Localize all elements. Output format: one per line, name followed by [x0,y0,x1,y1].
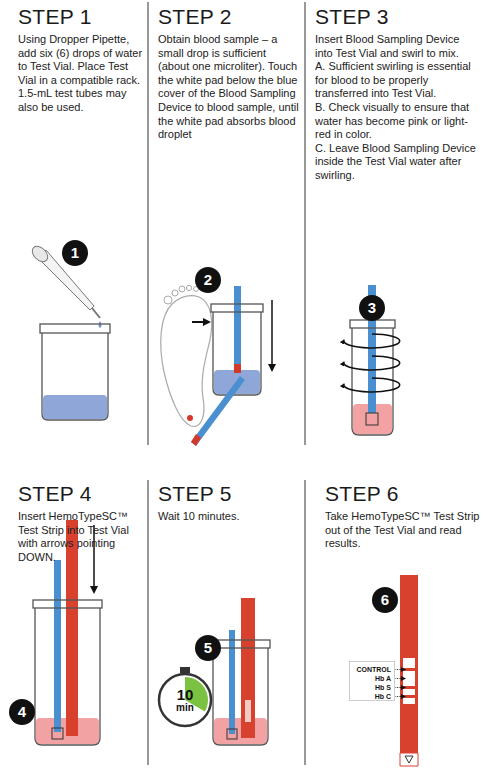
band-label: CONTROL [352,665,391,674]
step-column: STEP 5 Wait 10 minutes. [158,482,300,524]
water [43,395,107,419]
timer-text: min [176,702,194,713]
step-heading: STEP 2 [158,5,300,29]
step-column: STEP 6 Take HemoTypeSC™ Test Strip out of… [325,482,480,551]
sampling-pad [191,434,201,446]
step-column: STEP 3 Insert Blood Sampling Device into … [315,5,480,183]
toe [164,296,172,304]
strip-end [400,753,418,766]
step-heading: STEP 4 [18,482,146,506]
leader-line [394,669,405,670]
column-divider [148,480,149,765]
pink-water [214,718,267,744]
direction-arrow [271,300,273,370]
vial-rim [350,320,395,328]
step-heading: STEP 5 [158,482,300,506]
step-text: Obtain blood sample – a small drop is su… [158,33,300,142]
result-key-box: CONTROLHb AHb SHb C [349,661,395,701]
blood-sampling-device [229,630,235,734]
leader-line [394,696,405,697]
test-vial [352,328,393,435]
step-column: STEP 1 Using Dropper Pipette, add six (6)… [18,5,146,115]
test-strip [66,520,78,736]
strip-arrow [405,756,413,763]
column-divider [305,2,306,445]
step-heading: STEP 1 [18,5,146,29]
band-label: Hb A [352,674,391,683]
test-vial [213,648,268,745]
step-column: STEP 4 Insert HemoTypeSC™ Test Strip into… [18,482,146,564]
step-text: C. Leave Blood Sampling Device inside th… [315,142,480,183]
step-text: Using Dropper Pipette, add six (6) drops… [18,33,146,115]
timer-text: 10 [177,687,194,702]
toe [172,290,178,296]
callout-number: 1 [62,240,88,266]
callout-number: 3 [359,295,385,321]
step-heading: STEP 3 [315,5,480,29]
timer-dial: 10min [157,672,213,728]
blood-sampling-device [191,376,245,446]
blood-sampling-device [234,286,241,364]
swirl-arrow [344,334,400,348]
leader-line [394,678,405,679]
step-text: B. Check visually to ensure that water h… [315,101,480,142]
swirl-arrow [344,378,400,392]
vial-rim [211,304,263,312]
baby-foot [161,296,212,427]
sampling-pad [234,364,241,373]
swirl-arrow [344,356,400,370]
direction-arrow [192,321,209,323]
pipette-bulb [29,243,50,264]
strip-window [245,700,251,722]
test-vial [35,608,100,745]
callout-number: 2 [195,267,221,293]
step-text: A. Sufficient swirling is essential for … [315,60,480,101]
timer-button [180,667,190,673]
step-text: Wait 10 minutes. [158,510,300,524]
step-heading: STEP 6 [325,482,480,506]
vial-rim [33,600,102,608]
pipette-tip [92,308,100,318]
step-column: STEP 2 Obtain blood sample – a small drop… [158,5,300,142]
sampling-pad [52,728,63,739]
step-text: Take HemoTypeSC™ Test Strip out of the T… [325,510,480,551]
band-label: Hb C [352,692,391,701]
blood-drop [187,415,193,421]
band-label: Hb S [352,683,391,692]
toe [179,286,185,292]
step-text: Insert Blood Sampling Device into Test V… [315,33,480,60]
strip-window [403,658,415,704]
column-divider [148,2,149,445]
sampling-pad [227,729,237,739]
toe [186,285,191,290]
callout-number: 6 [372,587,398,613]
step-text: Insert HemoTypeSC™ Test Strip into Test … [18,510,146,564]
test-strip [241,598,255,738]
blood-sampling-device [54,560,61,732]
leader-line [394,687,405,688]
sampling-pad [366,413,378,425]
callout-number: 5 [195,635,221,661]
callout-number: 4 [9,699,35,725]
vial-rim [40,324,110,333]
timer-face [159,674,211,726]
test-vial [42,333,108,420]
column-divider [305,480,306,765]
test-strip [400,575,418,753]
